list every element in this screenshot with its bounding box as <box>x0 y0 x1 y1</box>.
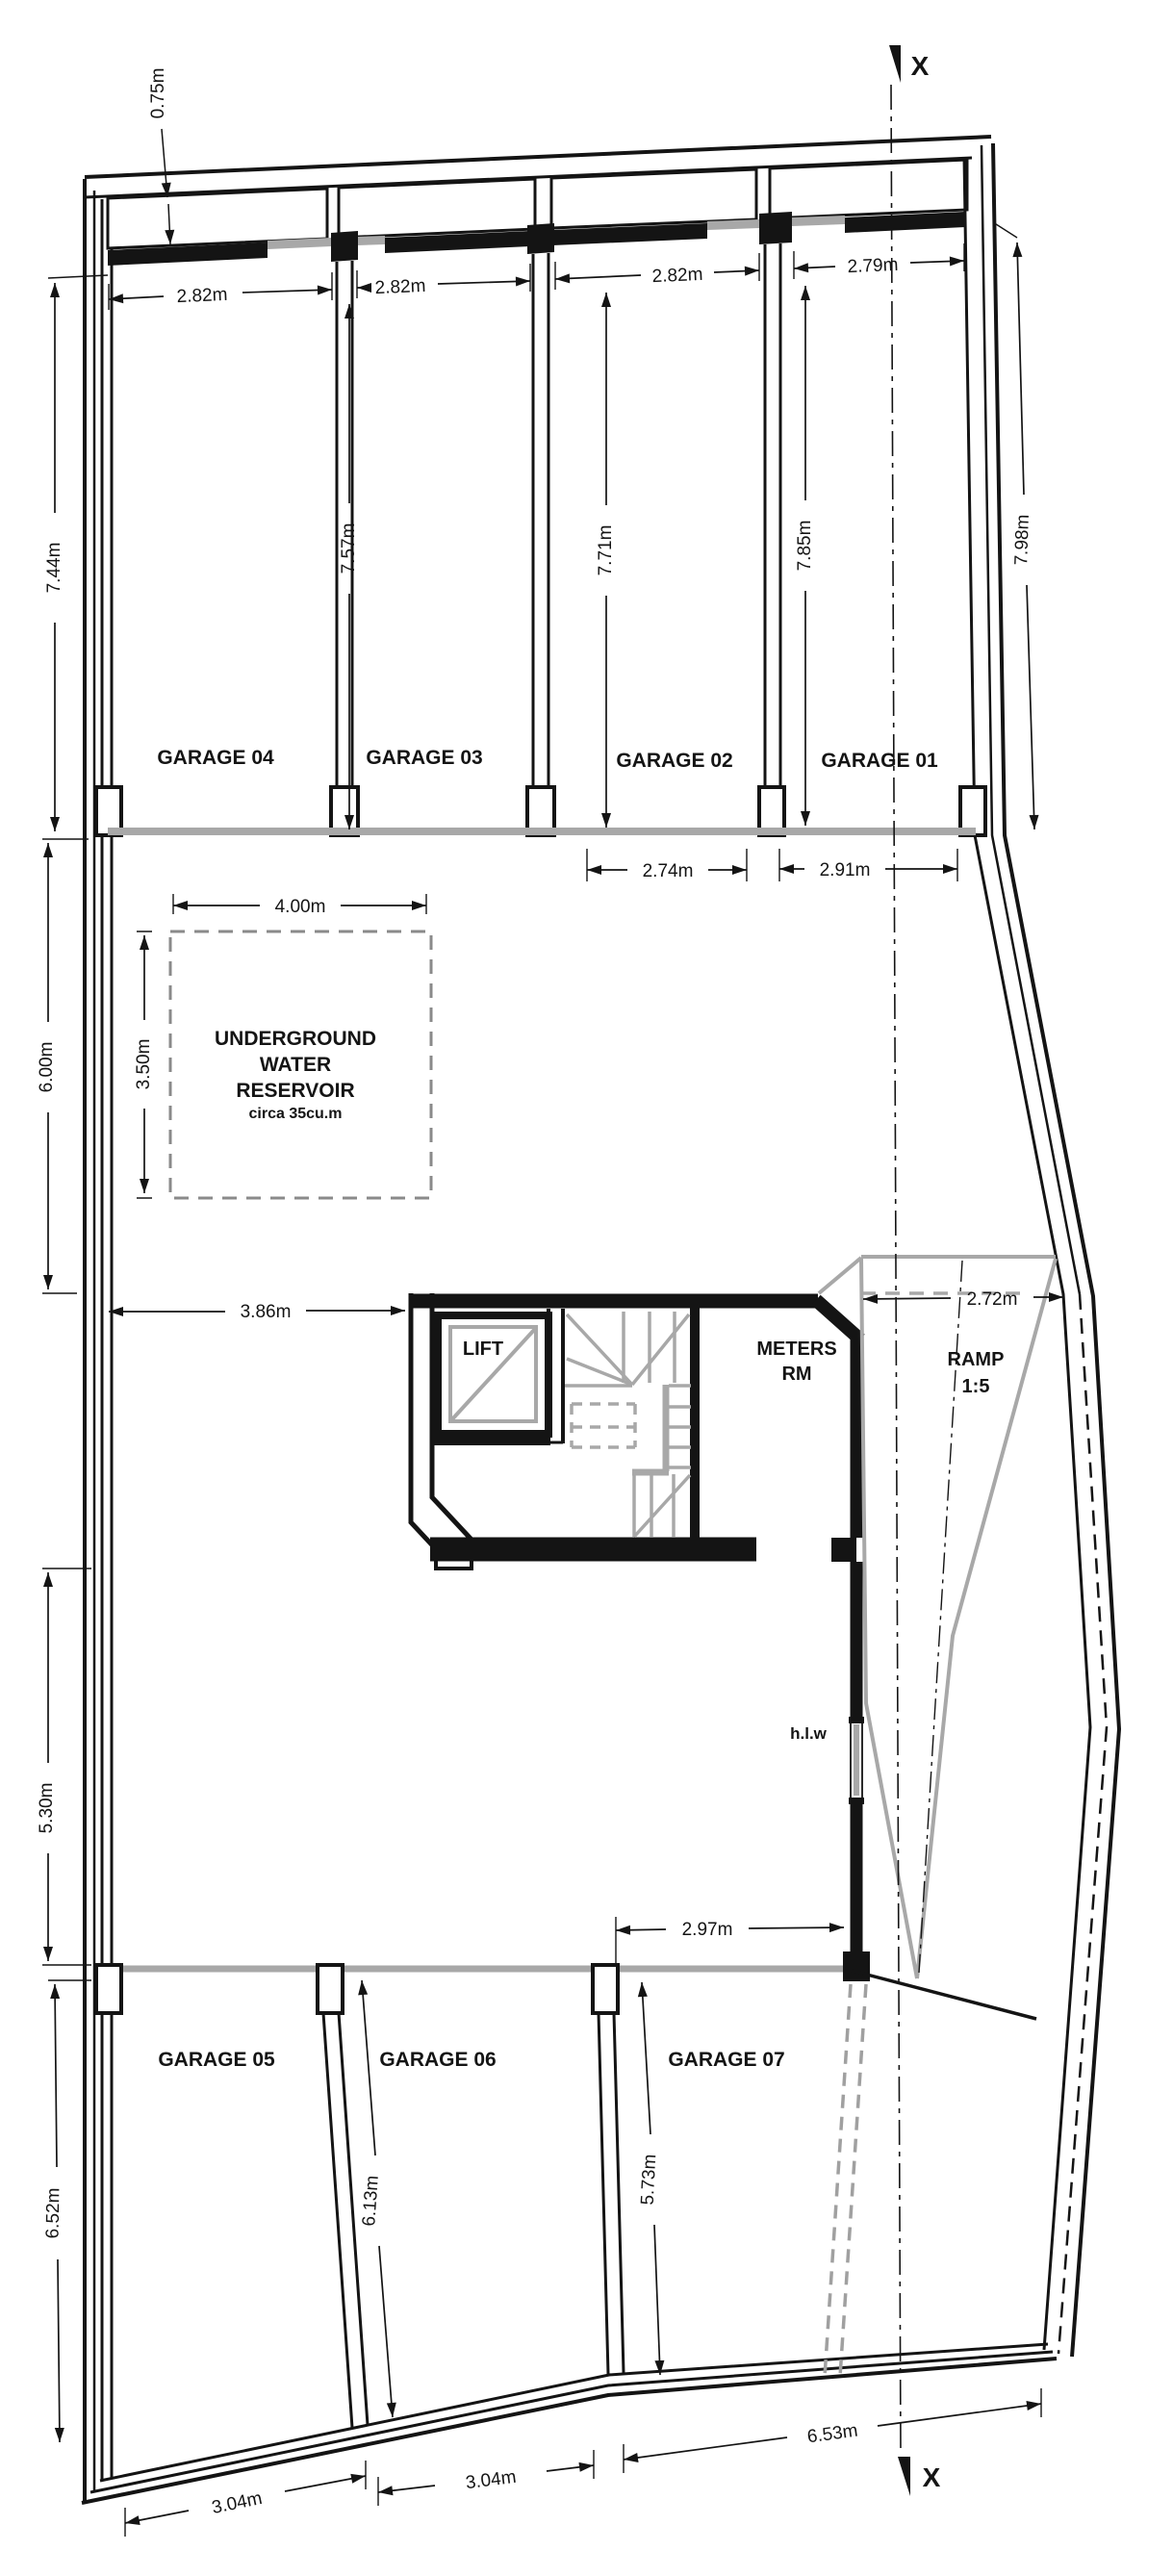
reservoir-label-note: circa 35cu.m <box>249 1106 343 1122</box>
room-label-garage-07: GARAGE 07 <box>668 2049 784 2071</box>
ramp-edge-left <box>859 1258 919 1979</box>
wall-end-block <box>843 1951 870 1981</box>
wall-pilaster <box>831 1538 856 1562</box>
dim-label-g01-bottom: 2.91m <box>820 860 871 880</box>
dim-label-reservoir-width: 4.00m <box>275 897 326 917</box>
dim-label-g02-bottom: 2.74m <box>643 861 694 881</box>
dim-label-g02-width: 2.82m <box>651 265 703 287</box>
dim-label-garage07-top: 2.97m <box>682 1920 733 1940</box>
dim-label-g04-depth: 7.44m <box>44 543 64 594</box>
stair-lift-core: LIFT METERS RM <box>408 1293 870 1981</box>
garage-door <box>707 219 759 230</box>
room-label-garage-05: GARAGE 05 <box>158 2049 275 2071</box>
stair-treads <box>565 1312 692 1539</box>
dim-label-g01-depth: 7.85m <box>795 521 815 572</box>
dim-label-lightwell: 0.75m <box>148 68 168 119</box>
dim-label-ramp-width: 2.72m <box>967 1289 1018 1310</box>
section-line: X X <box>889 45 941 2496</box>
room-label-ramp-line2: 1:5 <box>962 1376 990 1397</box>
ramp-edge-right <box>915 1258 1058 1979</box>
reservoir-label-line3: RESERVOIR <box>236 1080 354 1102</box>
dimension-garage07-top: 2.97m <box>616 1917 844 1971</box>
ramp-centerline <box>918 1260 963 1974</box>
section-label-top: X <box>911 51 930 81</box>
dim-label-g04-width: 2.82m <box>176 285 228 307</box>
dim-label-right-depth: 7.98m <box>1011 514 1033 566</box>
room-label-garage-04: GARAGE 04 <box>157 747 274 769</box>
dim-label-g03-depth: 7.57m <box>339 523 359 574</box>
reservoir-outline <box>168 930 433 1200</box>
lightwell-strip <box>768 158 969 220</box>
room-label-meters-line1: METERS <box>756 1339 836 1360</box>
dim-label-g02-depth: 7.71m <box>596 525 616 576</box>
section-label-bottom: X <box>923 2462 941 2492</box>
section-marker-top-icon <box>889 45 901 83</box>
lift-diagonal <box>449 1327 537 1422</box>
dimension-left-side: 6.00m 5.30m <box>37 839 91 1965</box>
dim-label-g01-width: 2.79m <box>847 255 899 277</box>
lower-garages: GARAGE 05 GARAGE 06 GARAGE 07 <box>94 1963 1037 2429</box>
dimension-garage-depths: 7.44m 7.57m 7.71m 7.85m 7.98m <box>44 221 1034 831</box>
dim-label-g03-width: 2.82m <box>374 276 426 298</box>
dimension-garage-widths: 2.82m 2.82m 2.82m 2.79m <box>109 243 964 310</box>
reservoir-label-line2: WATER <box>260 1054 331 1076</box>
reservoir-label-line1: UNDERGROUND <box>215 1028 376 1050</box>
dim-label-left-mid: 6.00m <box>37 1042 57 1093</box>
dimension-lower-depths: 6.52m 6.13m 5.73m <box>43 1980 661 2442</box>
label-high-level-window: h.l.w <box>790 1724 828 1743</box>
room-label-meters-line2: RM <box>781 1364 811 1385</box>
room-label-garage-06: GARAGE 06 <box>379 2049 496 2071</box>
dim-label-left-lower: 5.30m <box>37 1783 57 1834</box>
dimension-lightwell: 0.75m <box>148 68 175 245</box>
underground-water-reservoir: 4.00m 3.50m UNDERGROUND WATER RESERVOIR … <box>134 894 431 1198</box>
high-level-window <box>849 1717 864 1804</box>
garage-door <box>357 236 385 245</box>
lightwell-strip <box>549 167 758 230</box>
ramp: 2.72m RAMP 1:5 <box>817 1255 1063 1979</box>
garage-front-walls <box>108 212 965 266</box>
dim-label-g07-depth: 5.73m <box>638 2154 661 2206</box>
room-label-garage-01: GARAGE 01 <box>821 750 938 772</box>
room-label-lift: LIFT <box>463 1339 503 1360</box>
room-label-ramp-line1: RAMP <box>948 1349 1005 1370</box>
dimension-garage-bottom-widths: 2.74m 2.91m <box>587 849 957 881</box>
dimension-core-offset: 3.86m <box>109 1302 405 1322</box>
lift-shaft: LIFT <box>434 1312 552 1438</box>
room-label-garage-02: GARAGE 02 <box>616 750 732 772</box>
boundary-diagonal <box>844 1967 1037 2021</box>
dim-label-g06-depth: 6.13m <box>359 2175 383 2227</box>
dim-label-core-offset: 3.86m <box>241 1302 292 1322</box>
garage-door <box>792 216 845 226</box>
dim-label-reservoir-height: 3.50m <box>134 1039 154 1090</box>
dim-label-g05-depth: 6.52m <box>43 2187 64 2238</box>
room-label-garage-03: GARAGE 03 <box>366 747 482 769</box>
garage-door <box>268 238 331 249</box>
